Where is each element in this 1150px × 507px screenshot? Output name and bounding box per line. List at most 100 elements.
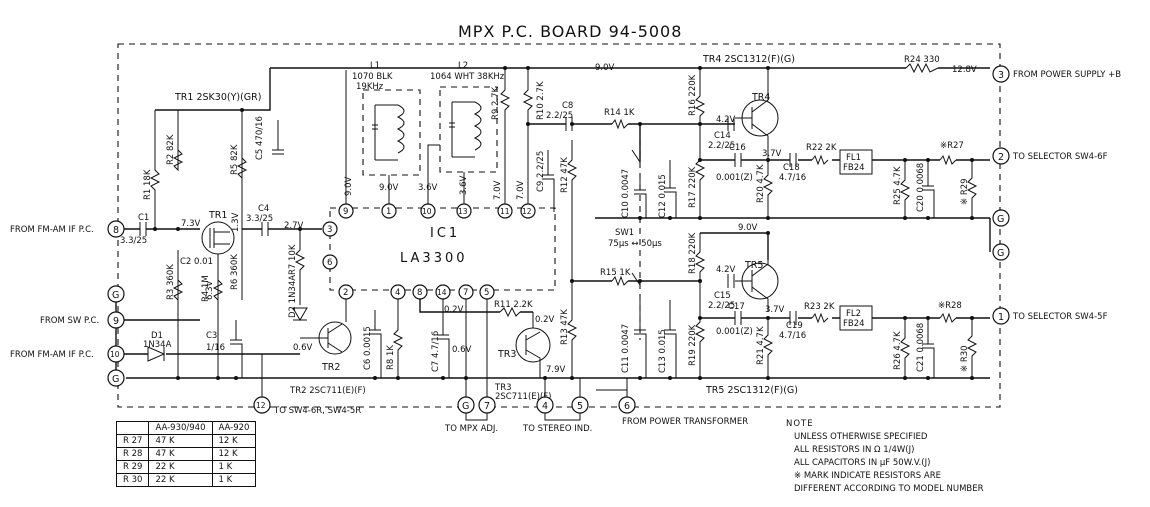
r11-wire	[419, 299, 533, 313]
coil-pin-wires	[388, 144, 465, 204]
table-header-cell	[115, 421, 150, 435]
mpx-adj-label: TO MPX ADJ.	[444, 424, 498, 434]
table-cell: 47 K	[148, 434, 213, 448]
svg-text:G: G	[997, 214, 1004, 225]
svg-text:11: 11	[500, 207, 510, 216]
svg-text:G: G	[112, 374, 119, 385]
ic-pin-5: 5	[479, 284, 495, 300]
v37-b: 3.7V	[765, 305, 785, 315]
r12-label: R12 47K	[560, 157, 570, 193]
c15-label: C15	[714, 291, 731, 301]
svg-text:G: G	[997, 248, 1004, 259]
r16-label: R16 220K	[688, 74, 698, 116]
c20-label: C20 0.0068	[916, 163, 926, 212]
v06-d2: 0.6V	[293, 343, 313, 353]
c16-symbol	[734, 153, 742, 167]
r9-symbol	[499, 68, 511, 204]
v37-a: 3.7V	[762, 149, 782, 159]
tr1-leads	[209, 228, 230, 248]
tr3-part-a: TR3	[494, 383, 512, 393]
svg-text:G: G	[112, 290, 119, 301]
tr3-symbol	[515, 327, 551, 363]
table-cell: R 28	[115, 447, 150, 461]
svg-text:8: 8	[113, 225, 119, 236]
r23-symbol	[811, 312, 829, 324]
tr2-part: TR2 2SC711(E)(F)	[289, 386, 366, 396]
svg-text:5: 5	[577, 401, 583, 412]
power-transformer-label: FROM POWER TRANSFORMER	[622, 417, 748, 427]
l2-desc: 1064 WHT 38KHz	[430, 72, 505, 82]
svg-text:10: 10	[110, 350, 120, 359]
notes-header: NOTE	[786, 419, 814, 429]
svg-text:2: 2	[343, 288, 348, 298]
c8-label: C8	[562, 101, 573, 111]
table-cell: 1 K	[211, 460, 257, 474]
tr5-label: TR5	[744, 260, 763, 271]
r11-symbol	[499, 306, 521, 318]
r7-symbol	[294, 229, 306, 305]
c19-value: 4.7/16	[779, 331, 806, 341]
svg-text:10: 10	[422, 207, 432, 216]
r27-label: ※R27	[940, 141, 964, 151]
note-line: ALL CAPACITORS IN μF 50W.V.(J)	[794, 458, 931, 468]
c13-symbol	[664, 300, 677, 378]
tr2-label: TR2	[321, 362, 340, 373]
connector-2-label: TO SELECTOR SW4-6F	[1012, 152, 1108, 162]
svg-text:9: 9	[343, 207, 348, 217]
v42-b: 4.2V	[716, 265, 736, 275]
r5-label: R5 82K	[230, 144, 240, 175]
tr2-leads	[300, 323, 343, 353]
v90-p1: 9.0V	[379, 183, 399, 193]
r13-label: R13 47K	[560, 309, 570, 345]
connector-g-bottom: G	[457, 396, 475, 414]
c16-label: C16	[729, 143, 746, 153]
tr5-leads	[735, 260, 769, 312]
l2-coil	[473, 101, 482, 151]
connector-5: 5	[571, 396, 589, 414]
c21-symbol	[922, 318, 935, 378]
c1-value: 3.3/25	[120, 236, 147, 246]
svg-text:1: 1	[386, 207, 391, 217]
l1-wires	[375, 104, 398, 161]
v36-b: 3.6V	[459, 175, 469, 195]
r1-symbol	[149, 110, 161, 229]
l1-shield	[362, 89, 421, 176]
r5-r6	[236, 110, 248, 300]
v27: 2.7V	[284, 221, 304, 231]
ic-pin-9: 9	[338, 203, 354, 219]
table-header-row: AA-930/940 AA-920	[115, 421, 257, 435]
r30-label: ※ R30	[960, 345, 970, 372]
connector-10: 10	[107, 345, 125, 363]
connector-2: 2	[992, 147, 1010, 165]
r27-symbol	[939, 154, 957, 166]
r8-label: R8 1K	[386, 345, 396, 370]
v13: 1.3V	[231, 212, 241, 232]
table-cell: 12 K	[211, 447, 257, 461]
r4-symbol	[212, 254, 224, 378]
table-row: R 30 22 K 1 K	[115, 473, 257, 487]
fl1-label: FL1	[846, 153, 861, 163]
r22-label: R22 2K	[806, 143, 837, 153]
connector-8: 8	[107, 220, 125, 238]
r13-symbol	[566, 290, 578, 378]
table-cell: 22 K	[148, 473, 213, 487]
r1-label: R1 18K	[143, 169, 153, 200]
v70-b: 7.0V	[516, 180, 526, 200]
c7-label: C7 4.7/16	[431, 331, 441, 372]
svg-text:1: 1	[998, 312, 1004, 323]
v73: 7.3V	[181, 219, 201, 229]
v63: 6.3V	[205, 280, 215, 300]
connector-12: 12	[253, 396, 271, 414]
connector-9: 9	[107, 311, 125, 329]
c14-symbol	[727, 117, 735, 131]
connector-g-left1: G	[107, 285, 125, 303]
sw1-contacts	[631, 149, 641, 286]
note-line: DIFFERENT ACCORDING TO MODEL NUMBER	[794, 484, 984, 494]
ic-pin-7: 7	[458, 284, 474, 300]
tr1-symbol	[201, 221, 235, 255]
v06-b: 0.6V	[452, 345, 472, 355]
table-cell: 47 K	[148, 447, 213, 461]
sw1-label: SW1	[615, 228, 634, 238]
table-header-cell: AA-930/940	[148, 421, 213, 435]
l1-desc: 1070 BLK	[352, 72, 393, 82]
